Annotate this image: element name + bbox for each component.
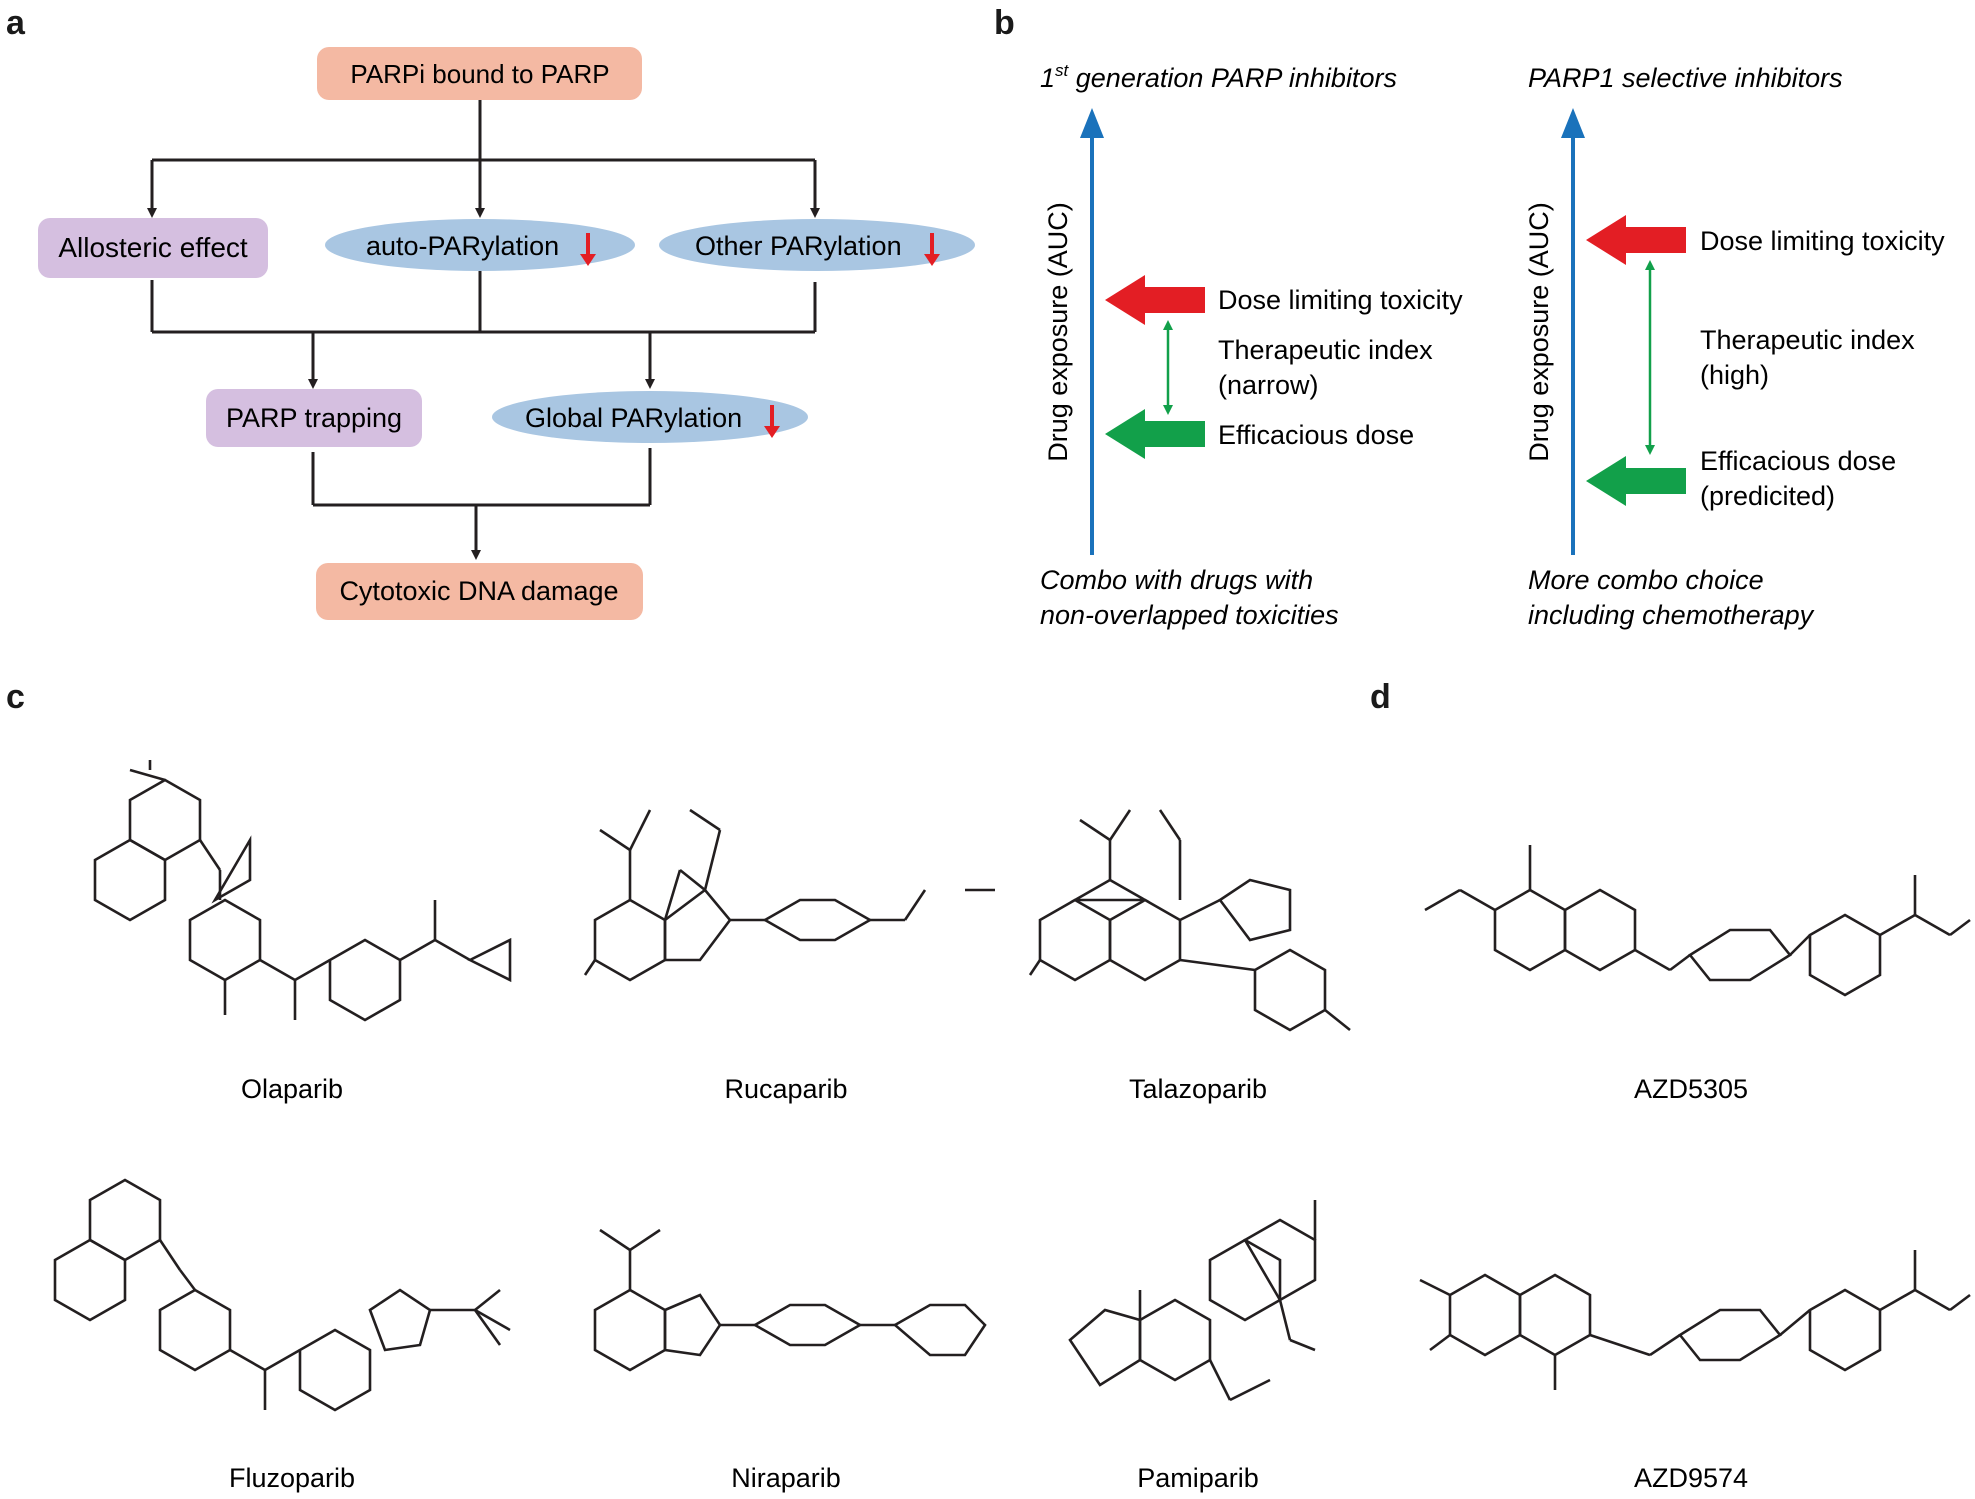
drug-label-azd9574: AZD9574 xyxy=(1634,1463,1748,1493)
left-axis-arrowhead xyxy=(1080,108,1104,138)
panel-label-d: d xyxy=(1370,678,1391,716)
rucaparib-structure xyxy=(583,808,995,982)
down-arrow-icon xyxy=(764,405,780,438)
box-cytotoxic-dna-damage xyxy=(316,563,643,620)
panel-label-a: a xyxy=(6,4,25,42)
left-footer-1: Combo with drugs with xyxy=(1040,565,1313,595)
drug-label-talazoparib: Talazoparib xyxy=(1129,1074,1267,1104)
box-allosteric-label: Allosteric effect xyxy=(58,232,248,263)
ellipse-global-parylation xyxy=(492,391,808,443)
ellipse-other-parylation-label: Other PARylation xyxy=(695,231,902,261)
panel-label-b: b xyxy=(994,4,1015,42)
box-parp-trapping xyxy=(206,389,422,447)
drug-label-olaparib: Olaparib xyxy=(241,1074,343,1104)
niraparib-structure xyxy=(593,1228,987,1372)
left-footer-2: non-overlapped toxicities xyxy=(1040,600,1339,630)
ellipse-auto-parylation-label: auto-PARylation xyxy=(366,231,559,261)
right-index-label-1: Therapeutic index xyxy=(1700,325,1915,355)
box-parp-trapping-label: PARP trapping xyxy=(226,403,402,433)
right-footer-1: More combo choice xyxy=(1528,565,1764,595)
azd5305-structure xyxy=(1424,845,1971,997)
right-efficacy-label-1: Efficacious dose xyxy=(1700,446,1896,476)
box-allosteric-effect xyxy=(38,218,268,278)
panel-b-left: 1st generation PARP inhibitors Drug expo… xyxy=(1040,61,1463,630)
drug-label-niraparib: Niraparib xyxy=(731,1463,841,1493)
box-parpi-bound xyxy=(317,47,642,100)
talazoparib-structure xyxy=(1028,809,1351,1032)
drug-label-rucaparib: Rucaparib xyxy=(724,1074,847,1104)
left-toxicity-arrow xyxy=(1105,275,1205,325)
right-axis-arrowhead xyxy=(1561,108,1585,138)
right-toxicity-arrow xyxy=(1586,215,1686,265)
panel-a-flowchart xyxy=(147,100,820,560)
box-parpi-bound-label: PARPi bound to PARP xyxy=(350,59,609,89)
left-efficacy-arrow xyxy=(1105,409,1205,459)
pamiparib-structure xyxy=(1068,1200,1317,1402)
left-axis-label: Drug exposure (AUC) xyxy=(1043,202,1073,462)
olaparib-structure xyxy=(93,760,512,1022)
left-index-label-1: Therapeutic index xyxy=(1218,335,1433,365)
right-efficacy-label-2: (predicited) xyxy=(1700,481,1835,511)
right-index-label-2: (high) xyxy=(1700,360,1769,390)
left-title: 1st generation PARP inhibitors xyxy=(1040,61,1397,93)
right-efficacy-arrow xyxy=(1586,456,1686,506)
down-arrow-icon xyxy=(924,233,940,266)
down-arrow-icon xyxy=(580,233,596,266)
drug-label-pamiparib: Pamiparib xyxy=(1137,1463,1259,1493)
right-toxicity-label: Dose limiting toxicity xyxy=(1700,226,1945,256)
ellipse-global-parylation-label: Global PARylation xyxy=(525,403,742,433)
drug-label-fluzoparib: Fluzoparib xyxy=(229,1463,355,1493)
box-cytotoxic-label: Cytotoxic DNA damage xyxy=(339,576,618,606)
ellipse-auto-parylation xyxy=(325,219,635,271)
ellipse-other-parylation xyxy=(659,219,975,271)
left-toxicity-label: Dose limiting toxicity xyxy=(1218,285,1463,315)
panel-b-right: PARP1 selective inhibitors Drug exposure… xyxy=(1524,63,1945,630)
left-index-label-2: (narrow) xyxy=(1218,370,1319,400)
panel-label-c: c xyxy=(6,678,25,716)
right-title: PARP1 selective inhibitors xyxy=(1528,63,1843,93)
fluzoparib-structure xyxy=(53,1178,511,1412)
left-efficacy-label: Efficacious dose xyxy=(1218,420,1414,450)
azd9574-structure xyxy=(1419,1250,1971,1390)
right-axis-label: Drug exposure (AUC) xyxy=(1524,202,1554,462)
drug-label-azd5305: AZD5305 xyxy=(1634,1074,1748,1104)
right-footer-2: including chemotherapy xyxy=(1528,600,1815,630)
structures xyxy=(53,760,1971,1412)
